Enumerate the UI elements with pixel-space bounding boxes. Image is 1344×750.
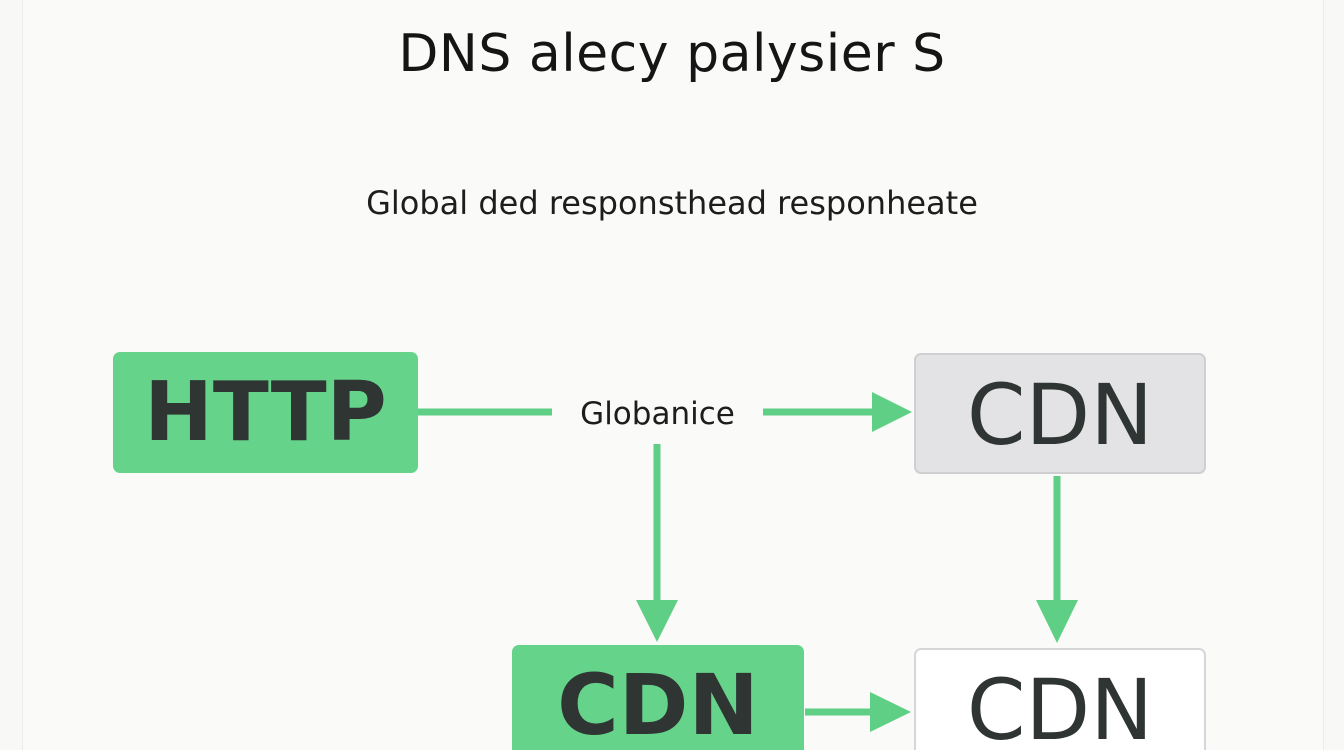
arrowhead-cdn-bottom-left [636,600,678,642]
diagram-subtitle: Global ded responsthead responheate [366,184,978,222]
edge-label-globanice: Globanice [580,396,735,432]
node-cdn-bottom-left: CDN [512,645,804,750]
arrowhead-cdn-bottom-right-left [870,692,911,732]
node-http: HTTP [113,352,418,473]
node-cdn-bottom-right: CDN [914,648,1206,750]
arrowhead-cdn-top-right [872,392,912,432]
arrowhead-cdn-bottom-right [1036,600,1078,643]
diagram-title: DNS alecy palysier S [398,24,946,84]
node-cdn-top-right: CDN [914,353,1206,474]
